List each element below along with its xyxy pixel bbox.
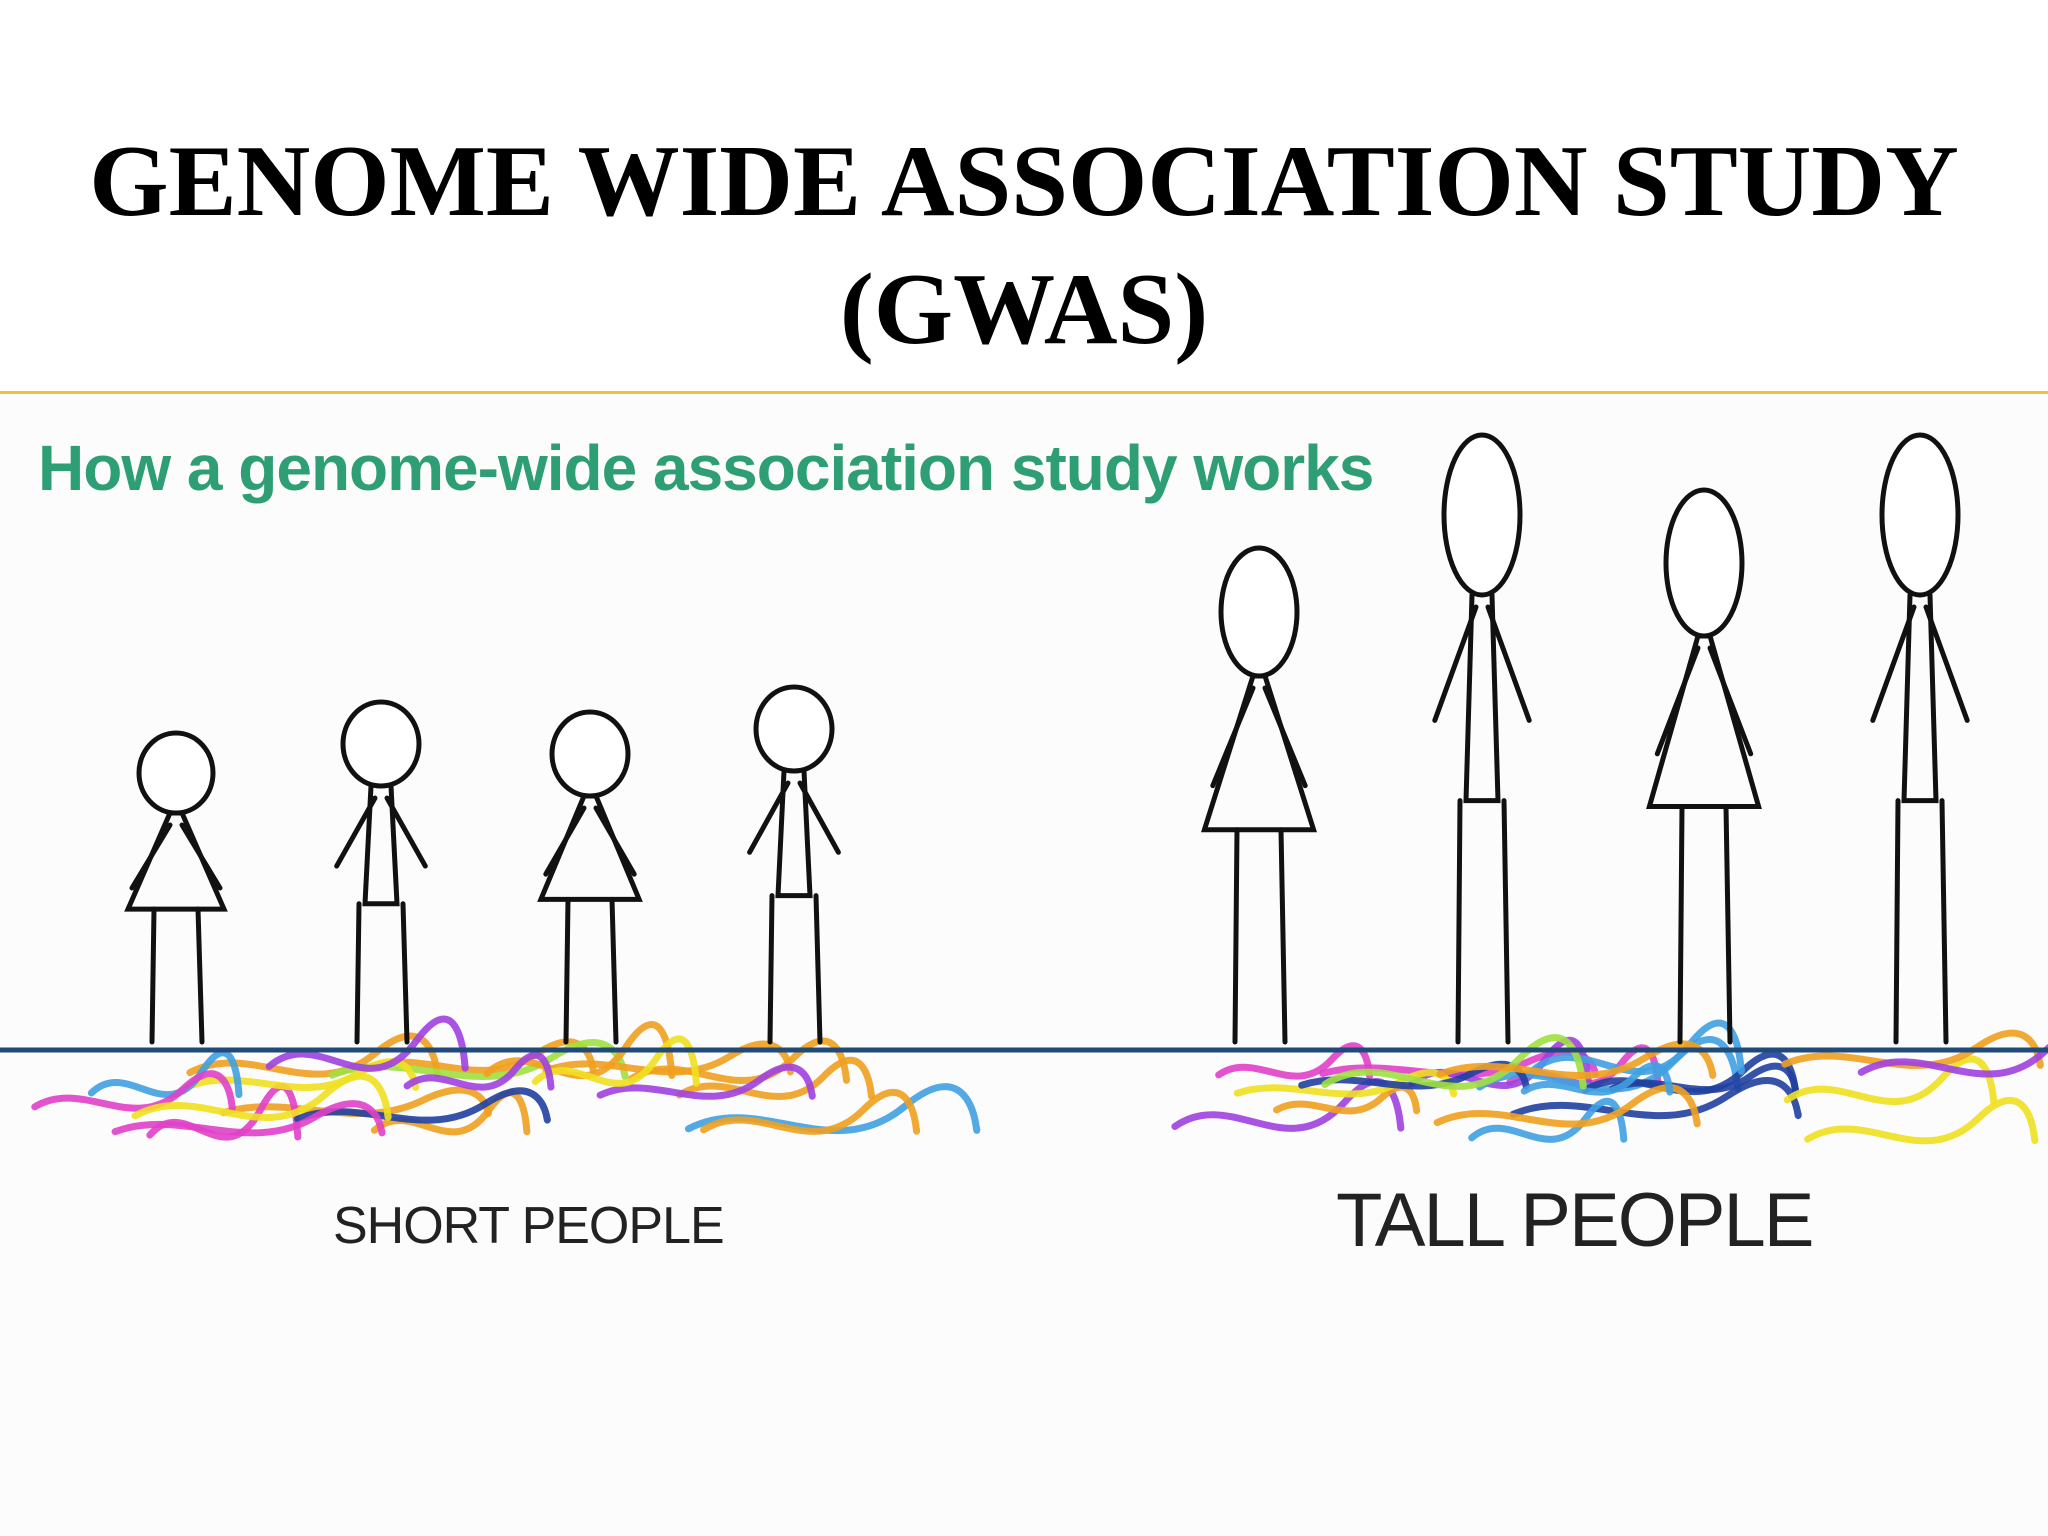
dna-strand: [531, 1035, 700, 1087]
figure-right-leg: [609, 896, 619, 1045]
figure-dress: [1200, 673, 1318, 833]
figure-head: [1218, 545, 1300, 679]
figure-dress: [1646, 633, 1762, 810]
figure-left-leg: [563, 896, 571, 1045]
slide-title-line-1: GENOME WIDE ASSOCIATION STUDY: [89, 125, 1959, 238]
dna-strand: [265, 1015, 469, 1072]
stick-figure: [747, 684, 841, 1045]
slide-title: GENOME WIDE ASSOCIATION STUDY (GWAS): [0, 118, 2048, 374]
stick-figure: [334, 699, 428, 1045]
figure-head: [753, 684, 835, 774]
figure-left-arm: [1654, 645, 1701, 757]
short-people-label: SHORT PEOPLE: [333, 1197, 725, 1255]
figure-body: [1901, 592, 1939, 804]
figure-right-arm: [1707, 645, 1754, 757]
dna-strand: [403, 1051, 555, 1091]
figure-left-leg: [1455, 798, 1463, 1045]
dna-strand: [1783, 1055, 1998, 1105]
dna-strand: [1319, 1048, 1600, 1078]
figure-right-arm: [1262, 685, 1308, 789]
figure-left-leg: [354, 901, 362, 1045]
dna-strand: [676, 1056, 876, 1100]
figure-body: [1463, 592, 1501, 804]
stick-figure: [1870, 432, 1970, 1045]
dna-strand: [1171, 1078, 1405, 1132]
title-divider: [0, 391, 2048, 394]
figure-right-arm: [384, 795, 428, 869]
dna-strand: [294, 1087, 551, 1124]
dna-strand: [1520, 1062, 1674, 1096]
figure-right-arm: [1923, 604, 1970, 723]
figure-head: [1441, 432, 1523, 598]
dna-strand: [1857, 1044, 2048, 1078]
figure-right-leg: [1278, 827, 1288, 1045]
dna-strand: [31, 1070, 236, 1112]
figure-right-arm: [179, 822, 223, 891]
dna-strand: [1215, 1042, 1374, 1080]
dna-strand: [1273, 1083, 1421, 1115]
figure-body: [775, 768, 813, 899]
stick-figure: [1646, 487, 1762, 1045]
figure-right-leg: [1939, 798, 1949, 1045]
dna-strand: [1298, 1060, 1530, 1090]
figure-head: [549, 709, 631, 799]
figure-left-leg: [1893, 798, 1901, 1045]
dna-strand: [1436, 1040, 1717, 1080]
figure-left-arm: [543, 805, 587, 877]
figure-left-arm: [747, 780, 791, 855]
dna-strand: [542, 1040, 794, 1076]
figure-right-leg: [1501, 798, 1511, 1045]
figure-left-arm: [334, 795, 378, 869]
stick-figure: [1432, 432, 1532, 1045]
tall-people-label: TALL PEOPLE: [1336, 1178, 1814, 1263]
figure-right-arm: [797, 780, 841, 855]
dna-strands: [31, 1015, 2048, 1145]
figure-right-leg: [195, 906, 205, 1045]
figure-dress: [537, 793, 643, 902]
dna-strand: [596, 1063, 816, 1100]
dna-strand: [111, 1100, 386, 1137]
stick-figure: [124, 730, 228, 1045]
figure-left-leg: [1677, 804, 1685, 1045]
figure-left-leg: [767, 893, 775, 1045]
figure-head: [1663, 487, 1745, 639]
figure-right-leg: [813, 893, 823, 1045]
dna-strand: [186, 1032, 441, 1078]
dna-strand: [1804, 1097, 2039, 1145]
slide-title-line-2: (GWAS): [839, 253, 1209, 366]
figure-left-arm: [1210, 685, 1256, 789]
dna-strand: [1468, 1097, 1628, 1143]
figure-head: [136, 730, 216, 816]
dna-strand: [87, 1049, 243, 1099]
people-group: [124, 432, 1970, 1045]
stick-figure: [1200, 545, 1318, 1045]
figure-head: [340, 699, 422, 789]
figure-right-leg: [400, 901, 410, 1045]
figure-left-arm: [1432, 604, 1479, 723]
figure-body: [362, 783, 400, 907]
figure-right-leg: [1723, 804, 1733, 1045]
stick-figure: [537, 709, 643, 1045]
figure-left-arm: [1870, 604, 1917, 723]
figure-right-arm: [1485, 604, 1532, 723]
figure-left-leg: [149, 906, 157, 1045]
figure-left-arm: [129, 822, 173, 891]
dna-strand: [1433, 1084, 1701, 1128]
diagram-subtitle: How a genome-wide association study work…: [38, 432, 1374, 504]
figure-right-arm: [593, 805, 637, 877]
dna-strand: [1321, 1034, 1587, 1090]
dna-strand: [700, 1088, 921, 1135]
dna-strand: [1509, 1077, 1802, 1120]
figure-head: [1879, 432, 1961, 598]
figure-dress: [124, 810, 228, 912]
figure-left-leg: [1232, 827, 1240, 1045]
dna-strand: [131, 1072, 392, 1121]
